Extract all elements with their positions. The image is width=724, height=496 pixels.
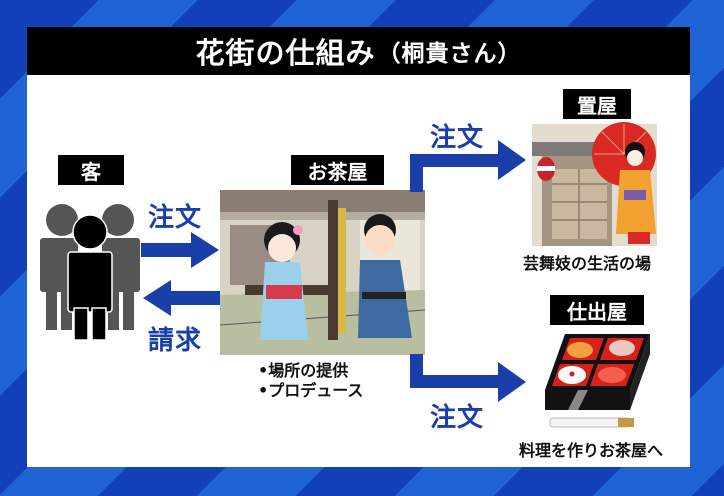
customer-label: 客 — [58, 155, 124, 185]
title-sub: （桐貴さん） — [377, 41, 522, 67]
title-bar: 花街の仕組み（桐貴さん） — [27, 27, 690, 75]
teahouse-label: お茶屋 — [291, 155, 384, 185]
branch-arrow-down-icon — [410, 354, 526, 402]
bullet-item: •場所の提供 — [258, 361, 349, 380]
okiya-caption: 芸舞妓の生活の場 — [523, 254, 652, 273]
title-main: 花街の仕組み — [195, 36, 376, 70]
shidashiya-label: 仕出屋 — [550, 295, 644, 325]
arrow-left-icon — [143, 280, 221, 316]
order-label-customer: 注文 — [148, 203, 203, 233]
maiko-house-illustration — [532, 122, 657, 246]
order-label-okiya: 注文 — [430, 123, 485, 153]
order-label-shidashiya: 注文 — [430, 403, 485, 433]
shidashiya-caption: 料理を作りお茶屋へ — [519, 441, 664, 460]
people-group-icon — [40, 204, 140, 341]
branch-arrow-up-icon — [410, 140, 526, 192]
teahouse-illustration — [219, 190, 426, 355]
arrow-right-icon — [141, 232, 219, 268]
bento-box-illustration — [545, 334, 650, 428]
bullet-item: •プロデュース — [258, 381, 364, 400]
teahouse-bullets: •場所の提供 •プロデュース — [258, 361, 363, 401]
invoice-label: 請求 — [148, 326, 203, 356]
okiya-label: 置屋 — [563, 89, 631, 119]
